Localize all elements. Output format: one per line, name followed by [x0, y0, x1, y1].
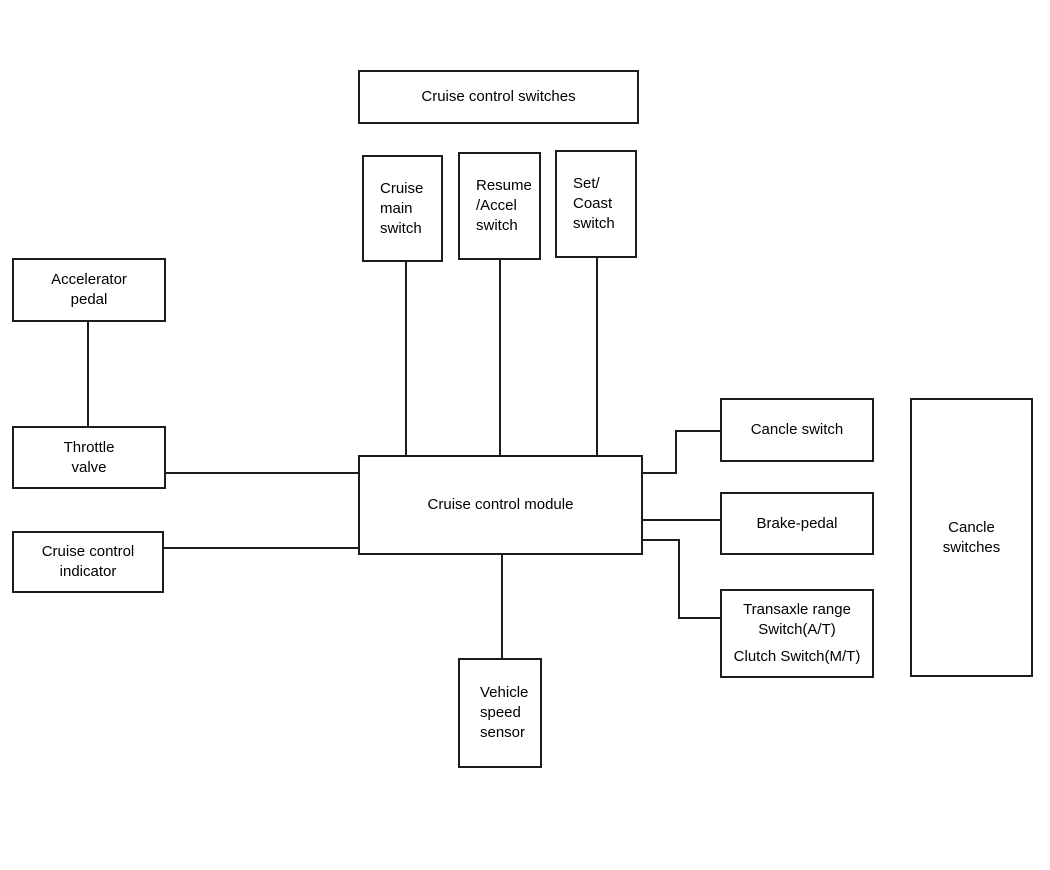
box-label: switch	[380, 219, 422, 237]
box-label: Throttle	[63, 438, 115, 456]
box-label: sensor	[480, 724, 526, 741]
box-cruise-control-indicator: Cruise control indicator	[12, 531, 164, 593]
connector-module-to-cancle-switch-seg3	[675, 430, 720, 432]
box-accelerator-pedal: Accelerator pedal	[12, 258, 166, 322]
box-cruise-control-module: Cruise control module	[358, 455, 643, 555]
connector-module-to-cancle-switch-seg1	[643, 472, 677, 474]
connector-set-coast-switch-to-module	[596, 257, 598, 455]
box-label: switch	[573, 215, 615, 232]
connector-indicator-to-module	[164, 547, 358, 549]
connector-resume-switch-to-module	[499, 259, 501, 455]
connector-module-to-brake-pedal	[643, 519, 720, 521]
connector-module-to-speed-sensor	[501, 555, 503, 658]
box-label: Transaxle range	[743, 601, 851, 618]
box-throttle-valve: Throttle valve	[12, 426, 166, 489]
box-label: Switch(A/T)	[758, 621, 836, 638]
box-label: Cancle	[948, 518, 995, 536]
box-label: /Accel	[476, 197, 517, 214]
box-label: Coast	[573, 195, 613, 212]
box-label: Resume	[476, 177, 532, 194]
connector-module-to-transaxle-seg2	[678, 539, 680, 619]
box-set-coast-switch: Set/ Coast switch	[555, 150, 637, 258]
connector-accelerator-to-throttle	[87, 322, 89, 426]
connector-module-to-transaxle-seg3	[678, 617, 720, 619]
box-transaxle-clutch-switch: Transaxle range Switch(A/T) Clutch Switc…	[720, 589, 874, 678]
box-label: Vehicle	[480, 684, 529, 701]
box-label: Cruise control switches	[421, 88, 576, 105]
box-brake-pedal: Brake-pedal	[720, 492, 874, 555]
box-label: valve	[71, 458, 107, 476]
box-label: Set/	[573, 175, 600, 192]
box-label: Clutch Switch(M/T)	[733, 648, 861, 665]
box-label: indicator	[59, 563, 117, 580]
box-resume-accel-switch: Resume /Accel switch	[458, 152, 541, 260]
connector-throttle-to-module	[166, 472, 358, 474]
box-label: Accelerator	[51, 271, 127, 288]
box-label: speed	[480, 704, 521, 721]
box-label: pedal	[70, 291, 108, 308]
box-label: Cruise control	[41, 543, 135, 560]
box-cancle-switches: Cancle switches	[910, 398, 1033, 677]
box-cruise-control-switches: Cruise control switches	[358, 70, 639, 124]
box-label: switch	[476, 217, 518, 234]
box-cancle-switch: Cancle switch	[720, 398, 874, 462]
box-cruise-main-switch: Cruise main switch	[362, 155, 443, 262]
box-label: Cruise	[380, 179, 424, 197]
box-label: Cancle switch	[750, 421, 844, 438]
box-label: Brake-pedal	[756, 514, 838, 532]
box-vehicle-speed-sensor: Vehicle speed sensor	[458, 658, 542, 768]
connector-main-switch-to-module	[405, 261, 407, 455]
connector-module-to-cancle-switch-seg2	[675, 430, 677, 474]
connector-module-to-transaxle-seg1	[643, 539, 680, 541]
box-label: switches	[942, 538, 1001, 556]
box-label: Cruise control module	[427, 496, 574, 513]
box-label: main	[380, 199, 413, 217]
